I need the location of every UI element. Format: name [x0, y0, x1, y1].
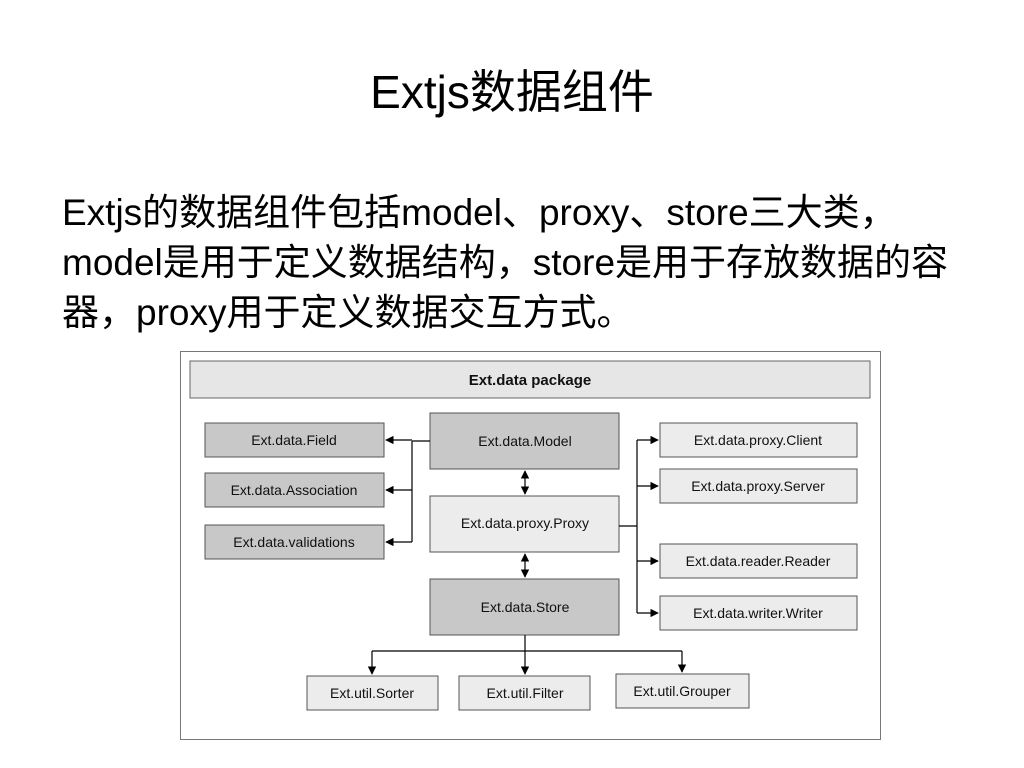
box-field [204, 422, 385, 458]
box-field-label: Ext.data.Field [251, 432, 337, 448]
slide-title: Extjs数据组件 [370, 66, 654, 118]
box-model [429, 412, 620, 470]
box-writer [659, 595, 858, 631]
box-proxy-label: Ext.data.proxy.Proxy [461, 515, 589, 531]
box-writer-label: Ext.data.writer.Writer [693, 605, 823, 621]
box-sorter-label: Ext.util.Sorter [330, 685, 414, 701]
box-validations-label: Ext.data.validations [233, 534, 354, 550]
proxy-to-right-connectors [619, 435, 659, 618]
box-store-label: Ext.data.Store [481, 599, 570, 615]
ext-data-package-diagram: Ext.data package Ext.data.Field Ext.data… [180, 351, 881, 740]
model-to-left-connectors [385, 435, 430, 547]
box-reader-label: Ext.data.reader.Reader [686, 553, 831, 569]
box-filter-label: Ext.util.Filter [486, 685, 563, 701]
box-store [429, 578, 620, 636]
slide-body-text: Extjs的数据组件包括model、proxy、store三大类，model是用… [62, 192, 949, 333]
box-validations [204, 524, 385, 560]
box-proxy [429, 495, 620, 553]
box-grouper [615, 673, 750, 709]
box-proxy-server-label: Ext.data.proxy.Server [691, 478, 825, 494]
box-model-label: Ext.data.Model [478, 433, 571, 449]
box-proxy-client [659, 422, 858, 458]
box-association-label: Ext.data.Association [231, 482, 358, 498]
box-sorter [306, 675, 439, 711]
box-reader [659, 543, 858, 579]
package-header [189, 360, 871, 399]
box-association [204, 472, 385, 508]
box-grouper-label: Ext.util.Grouper [633, 683, 731, 699]
box-proxy-client-label: Ext.data.proxy.Client [694, 432, 822, 448]
box-proxy-server [659, 468, 858, 504]
box-filter [458, 675, 591, 711]
package-title: Ext.data package [469, 372, 592, 389]
store-to-bottom-connectors [367, 635, 687, 675]
